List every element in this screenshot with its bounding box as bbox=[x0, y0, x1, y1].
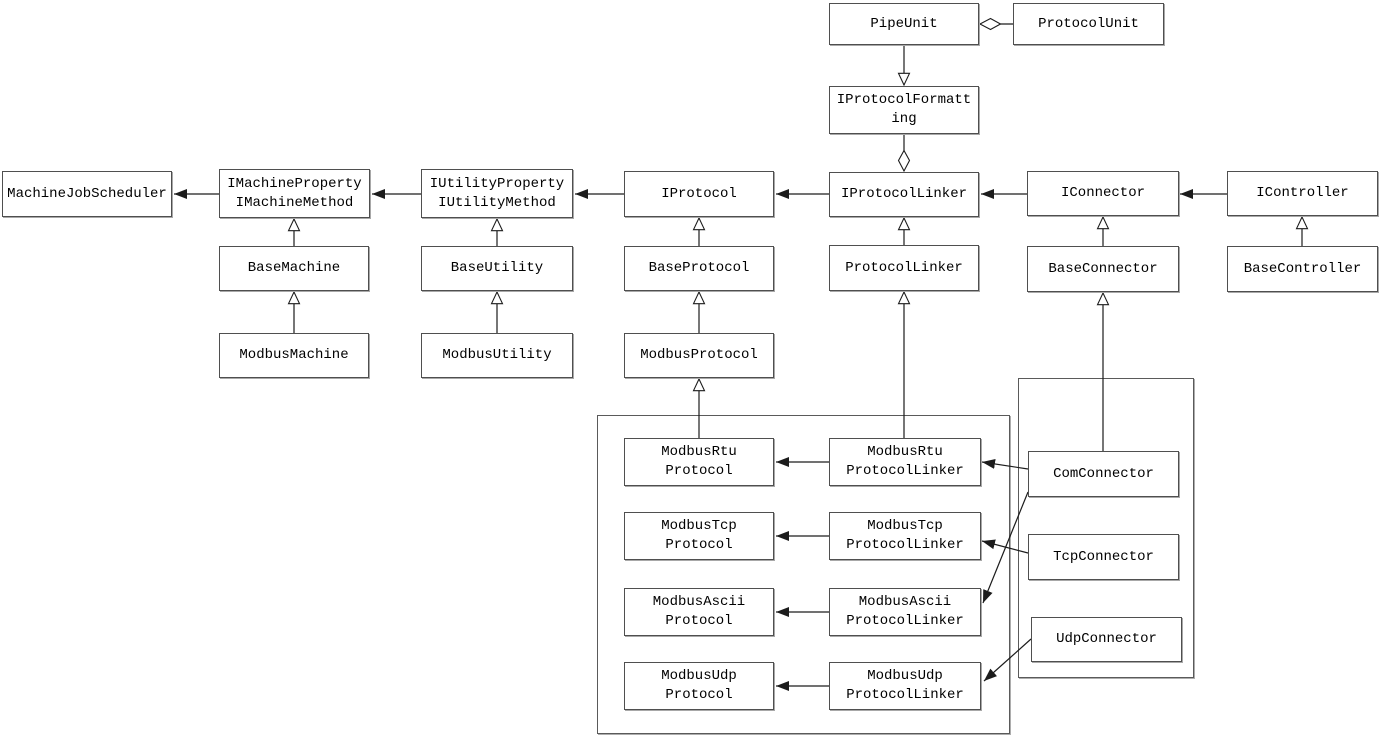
class-box-tcp-connector: TcpConnector bbox=[1028, 534, 1179, 580]
class-box-base-utility: BaseUtility bbox=[421, 246, 573, 291]
class-box-i-protocol-linker: IProtocolLinker bbox=[829, 172, 979, 217]
class-box-i-connector: IConnector bbox=[1027, 171, 1179, 216]
class-box-modbus-ascii-protocol-linker: ModbusAscii ProtocolLinker bbox=[829, 588, 981, 636]
class-box-protocol-linker: ProtocolLinker bbox=[829, 245, 979, 291]
class-box-base-machine: BaseMachine bbox=[219, 246, 369, 291]
class-box-pipe-unit: PipeUnit bbox=[829, 3, 979, 45]
class-box-i-machine-property: IMachineProperty IMachineMethod bbox=[219, 169, 370, 218]
class-box-protocol-unit: ProtocolUnit bbox=[1013, 3, 1164, 45]
class-box-i-utility-property: IUtilityProperty IUtilityMethod bbox=[421, 169, 573, 218]
class-box-modbus-ascii-protocol: ModbusAscii Protocol bbox=[624, 588, 774, 636]
class-box-com-connector: ComConnector bbox=[1028, 451, 1179, 497]
class-box-modbus-tcp-protocol: ModbusTcp Protocol bbox=[624, 512, 774, 560]
class-box-modbus-udp-protocol-linker: ModbusUdp ProtocolLinker bbox=[829, 662, 981, 710]
class-box-udp-connector: UdpConnector bbox=[1031, 617, 1182, 662]
class-box-base-connector: BaseConnector bbox=[1027, 246, 1179, 292]
class-box-i-controller: IController bbox=[1227, 171, 1378, 216]
class-box-i-protocol-formatting: IProtocolFormatting bbox=[829, 86, 979, 134]
class-box-modbus-rtu-protocol-linker: ModbusRtu ProtocolLinker bbox=[829, 438, 981, 486]
class-box-base-controller: BaseController bbox=[1227, 246, 1378, 292]
class-box-modbus-utility: ModbusUtility bbox=[421, 333, 573, 378]
class-box-modbus-rtu-protocol: ModbusRtu Protocol bbox=[624, 438, 774, 486]
class-box-modbus-udp-protocol: ModbusUdp Protocol bbox=[624, 662, 774, 710]
class-box-modbus-protocol: ModbusProtocol bbox=[624, 333, 774, 378]
class-box-machine-job-scheduler: MachineJobScheduler bbox=[2, 171, 172, 217]
class-box-i-protocol: IProtocol bbox=[624, 171, 774, 217]
class-box-modbus-tcp-protocol-linker: ModbusTcp ProtocolLinker bbox=[829, 512, 981, 560]
class-box-modbus-machine: ModbusMachine bbox=[219, 333, 369, 378]
class-box-base-protocol: BaseProtocol bbox=[624, 246, 774, 291]
